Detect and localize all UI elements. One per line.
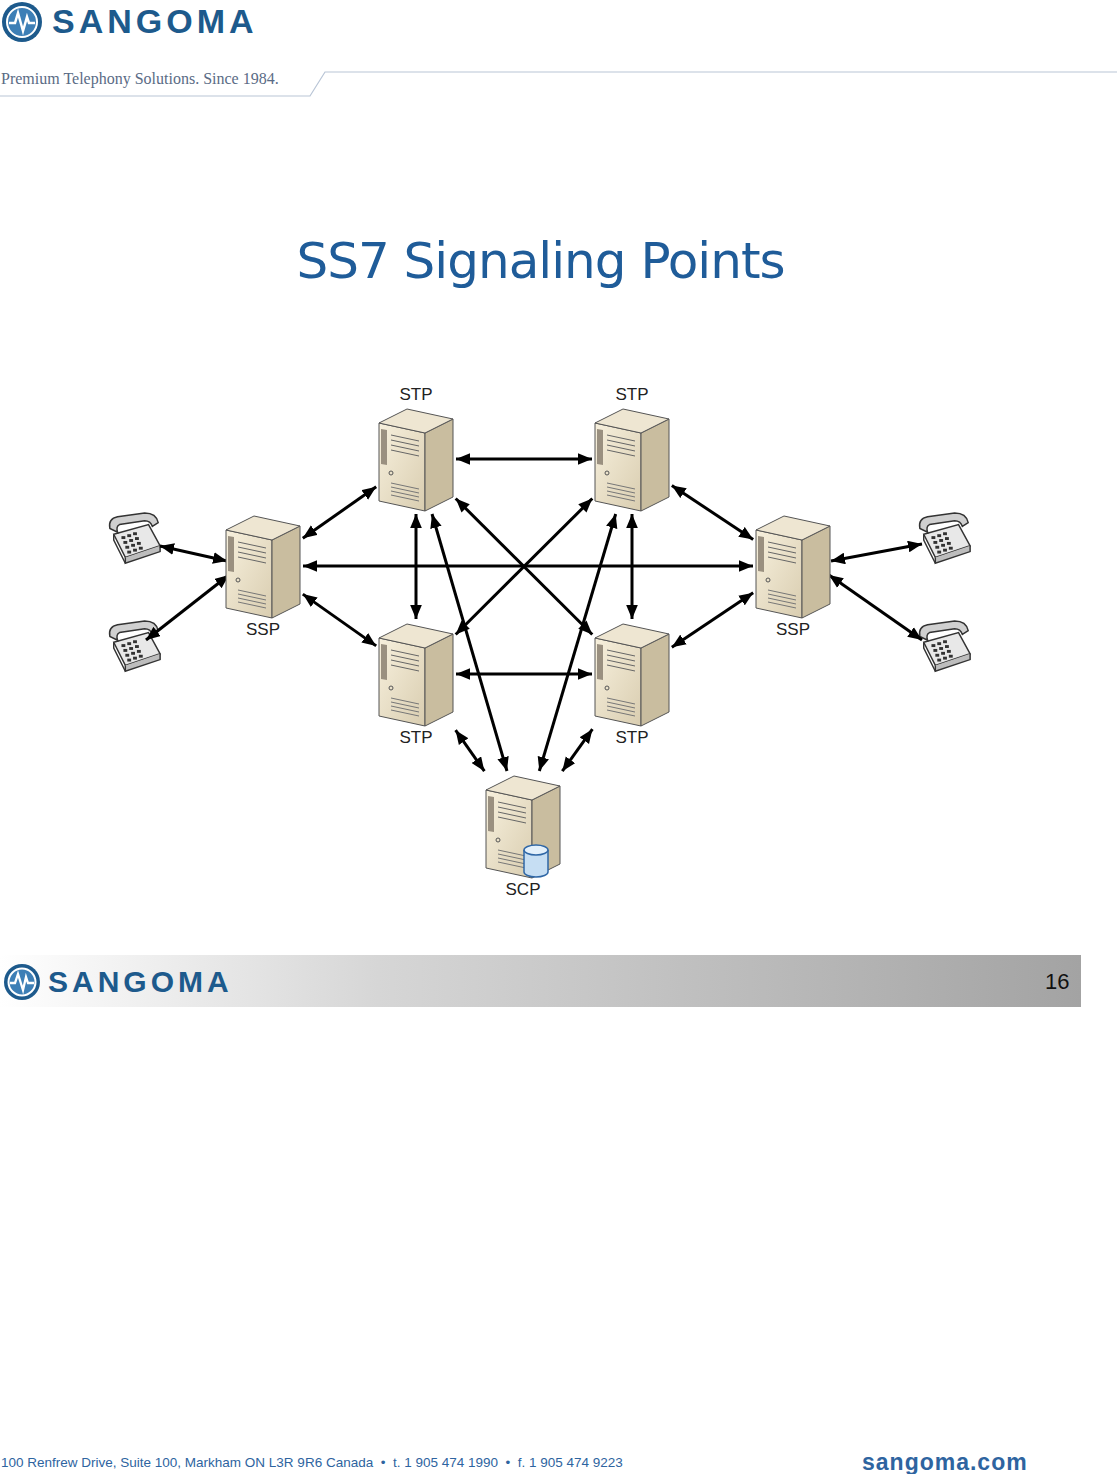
server-icon <box>377 620 455 728</box>
signaling-link <box>672 485 753 539</box>
address-line: 100 Renfrew Drive, Suite 100, Markham ON… <box>1 1455 623 1470</box>
server-node: STP <box>593 620 671 748</box>
server-icon <box>754 512 832 620</box>
logo-wordmark: SANGOMA <box>52 2 258 41</box>
server-node: STP <box>377 385 455 513</box>
tagline: Premium Telephony Solutions. Since 1984. <box>1 70 279 88</box>
signaling-link <box>303 487 376 538</box>
server-node: SCP <box>484 772 562 900</box>
node-label: SSP <box>774 620 812 640</box>
server-node: SSP <box>754 512 832 640</box>
signaling-link <box>562 729 592 771</box>
node-label: STP <box>397 385 434 405</box>
node-label: SSP <box>244 620 282 640</box>
server-node: STP <box>593 385 671 513</box>
telephone-icons <box>110 513 971 671</box>
footer-bar <box>0 955 1081 1007</box>
header-logo-icon <box>2 2 42 42</box>
server-icon <box>224 512 302 620</box>
logo-wordmark: SANGOMA <box>48 965 233 999</box>
signaling-link <box>456 458 592 461</box>
database-server-icon <box>484 772 562 880</box>
node-label: STP <box>613 728 650 748</box>
slide-title: SS7 Signaling Points <box>0 232 1081 290</box>
page-number: 16 <box>1045 969 1069 995</box>
signaling-link <box>456 673 592 676</box>
server-icon <box>377 405 455 513</box>
website: sangoma.com <box>862 1449 1028 1474</box>
server-node: STP <box>377 620 455 748</box>
node-label: STP <box>613 385 650 405</box>
footer-logo-icon <box>4 964 40 1000</box>
node-label: STP <box>397 728 434 748</box>
signaling-link <box>456 730 485 771</box>
signaling-link <box>303 594 376 646</box>
signaling-link <box>303 565 753 568</box>
server-icon <box>593 620 671 728</box>
server-node: SSP <box>224 512 302 640</box>
node-label: SCP <box>504 880 543 900</box>
server-icon <box>593 405 671 513</box>
signaling-link <box>672 593 753 648</box>
